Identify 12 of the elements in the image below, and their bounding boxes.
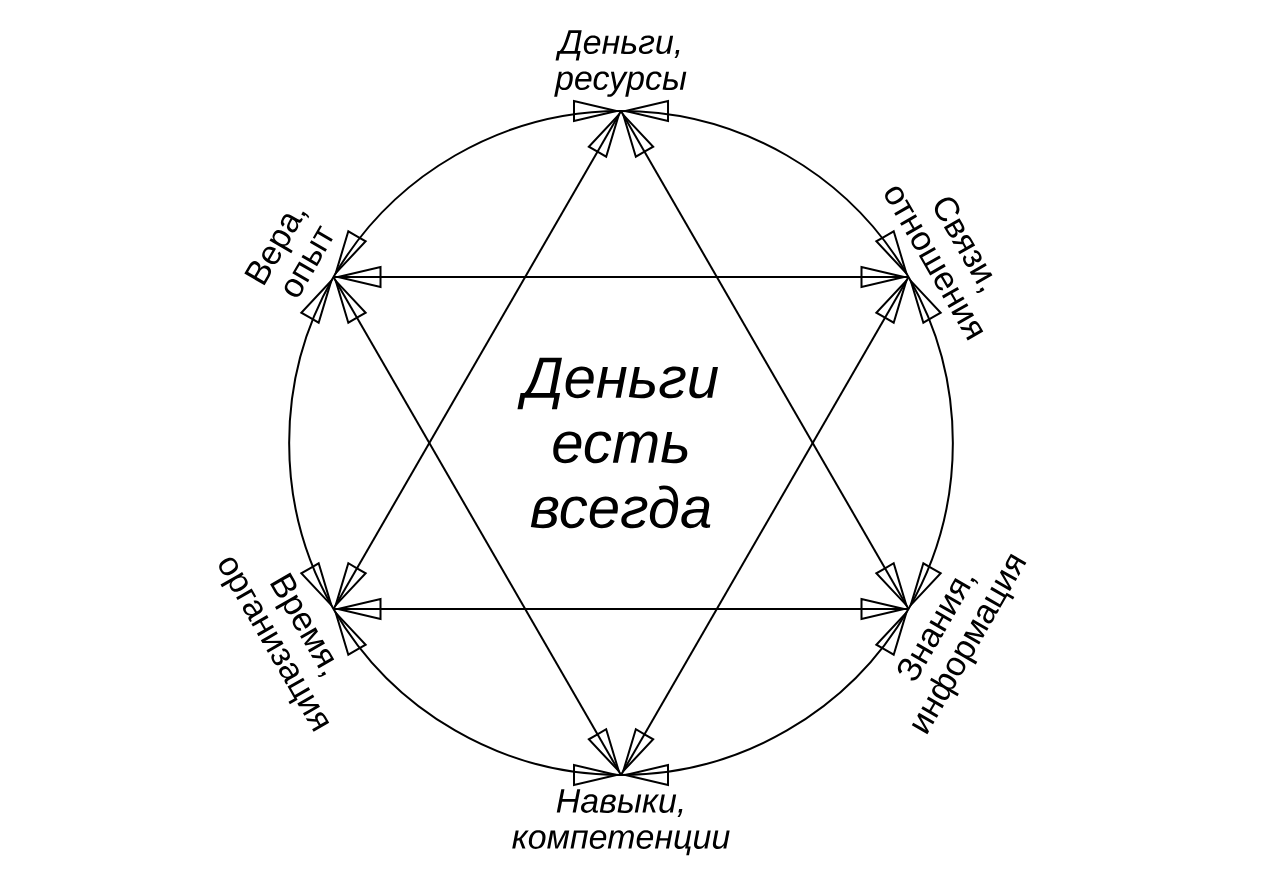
arc-double-arrow (907, 276, 954, 610)
double-arrow (332, 110, 622, 610)
double-arrow (332, 276, 622, 776)
center-title: Деньги есть всегда (517, 357, 718, 529)
arc-double-arrow (288, 276, 335, 610)
arc-double-arrow (620, 608, 910, 787)
vertex-label: Деньги, ресурсы (554, 30, 687, 97)
double-arrow (620, 110, 910, 610)
arc-double-arrow (620, 99, 910, 278)
arc-double-arrow (332, 99, 622, 278)
double-arrow (620, 276, 910, 776)
vertex-label: Навыки, компетенции (512, 789, 730, 856)
